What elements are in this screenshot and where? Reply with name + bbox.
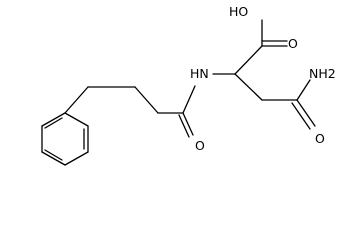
acyl-co-bond-a <box>182 112 194 136</box>
amide-nh2-bond <box>296 79 311 101</box>
hydroxyl-label: HO <box>229 4 248 19</box>
acyl-n-bond <box>182 85 196 114</box>
alpha-ch2-bond <box>234 73 263 101</box>
ring-bond-1 <box>64 112 89 127</box>
ring-double-2 <box>44 149 63 161</box>
alpha-carboxyl-bond <box>234 45 263 75</box>
ring-double-3 <box>44 117 63 129</box>
acyl-co-bond-b <box>178 114 190 138</box>
molecule-structure: HO O HN NH2 O O <box>41 4 336 166</box>
acyl-oxygen-label: O <box>195 138 205 153</box>
ring-bond-6 <box>41 112 66 127</box>
chain-bond-3 <box>134 86 159 114</box>
ring-bond-3 <box>64 151 89 166</box>
amide-co-bond-b <box>291 102 311 130</box>
chain-bond-1 <box>64 86 89 114</box>
carboxyl-oxygen-label: O <box>288 36 298 51</box>
bonds <box>41 19 316 166</box>
ring-bond-4 <box>41 151 66 166</box>
amide-co-bond-a <box>296 99 316 127</box>
atom-labels: HO O HN NH2 O O <box>190 4 336 153</box>
amine-label: HN <box>190 66 209 81</box>
amide-oxygen-label: O <box>315 131 325 146</box>
amide-amine-label: NH2 <box>309 66 336 81</box>
